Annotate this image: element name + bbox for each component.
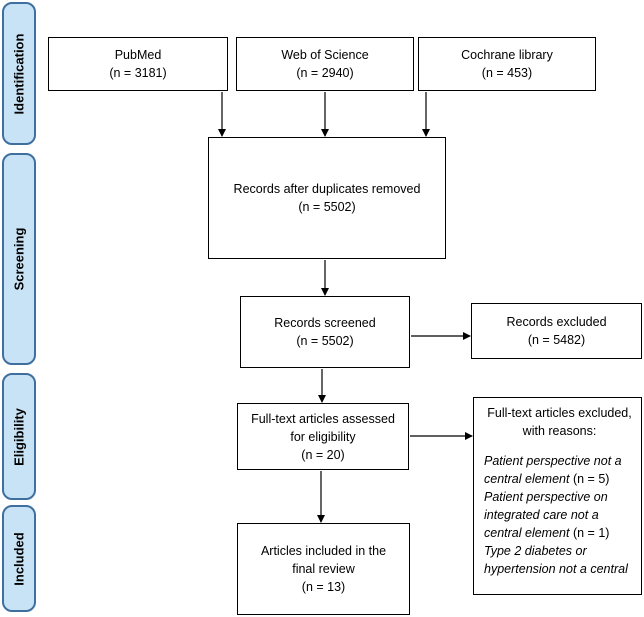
phase-screening: Screening <box>2 153 36 365</box>
source-cochrane-box: Cochrane library (n = 453) <box>418 37 596 91</box>
duplicates-count: (n = 5502) <box>298 200 356 214</box>
fulltext-excluded-heading: with reasons: <box>522 424 597 438</box>
records-screened-box: Records screened (n = 5502) <box>240 296 410 368</box>
phase-identification: Identification <box>2 2 36 145</box>
included-line1: Articles included in the <box>260 544 387 558</box>
duplicates-removed-box: Records after duplicates removed (n = 55… <box>208 137 446 259</box>
screened-count: (n = 5502) <box>296 334 354 348</box>
source-pubmed-box: PubMed (n = 3181) <box>48 37 228 91</box>
fulltext-count: (n = 20) <box>301 447 345 462</box>
fulltext-excluded-heading: Full-text articles excluded, <box>487 406 632 420</box>
fulltext-assessed-box: Full-text articles assessed for eligibil… <box>237 403 409 470</box>
exclusion-reason: central element (n = 1) <box>484 526 610 540</box>
source-count: (n = 453) <box>481 66 533 80</box>
exclusion-reason: Type 2 diabetes or <box>484 544 587 558</box>
included-count: (n = 13) <box>301 580 346 594</box>
included-line2: final review <box>292 562 355 576</box>
exclusion-reason: Patient perspective on <box>484 490 608 504</box>
records-excluded-box: Records excluded (n = 5482) <box>471 303 642 359</box>
fulltext-excluded-box: Full-text articles excluded, with reason… <box>473 397 642 595</box>
exclusion-count: (n = 5) <box>572 472 610 486</box>
exclusion-reason: central element (n = 5) <box>484 472 610 486</box>
fulltext-line2: for eligibility <box>290 429 356 444</box>
exclusion-reason: integrated care not a <box>484 508 599 522</box>
exclusion-reason: Patient perspective not a <box>484 454 622 468</box>
source-count: (n = 2940) <box>296 66 354 80</box>
articles-included-box: Articles included in the final review (n… <box>237 523 410 615</box>
exclusion-count: (n = 1) <box>572 526 610 540</box>
source-web-of-science-box: Web of Science (n = 2940) <box>236 37 414 91</box>
source-name: Web of Science <box>281 48 369 62</box>
exclusion-reason: hypertension not a central <box>484 562 628 576</box>
excluded-count: (n = 5482) <box>527 333 586 347</box>
source-count: (n = 3181) <box>109 66 167 80</box>
duplicates-label: Records after duplicates removed <box>233 182 421 196</box>
phase-eligibility: Eligibility <box>2 373 36 500</box>
source-name: Cochrane library <box>461 48 553 62</box>
screened-label: Records screened <box>274 316 376 330</box>
fulltext-line1: Full-text articles assessed <box>251 411 395 426</box>
source-name: PubMed <box>114 48 162 62</box>
excluded-label: Records excluded <box>506 315 607 329</box>
phase-included: Included <box>2 505 36 612</box>
